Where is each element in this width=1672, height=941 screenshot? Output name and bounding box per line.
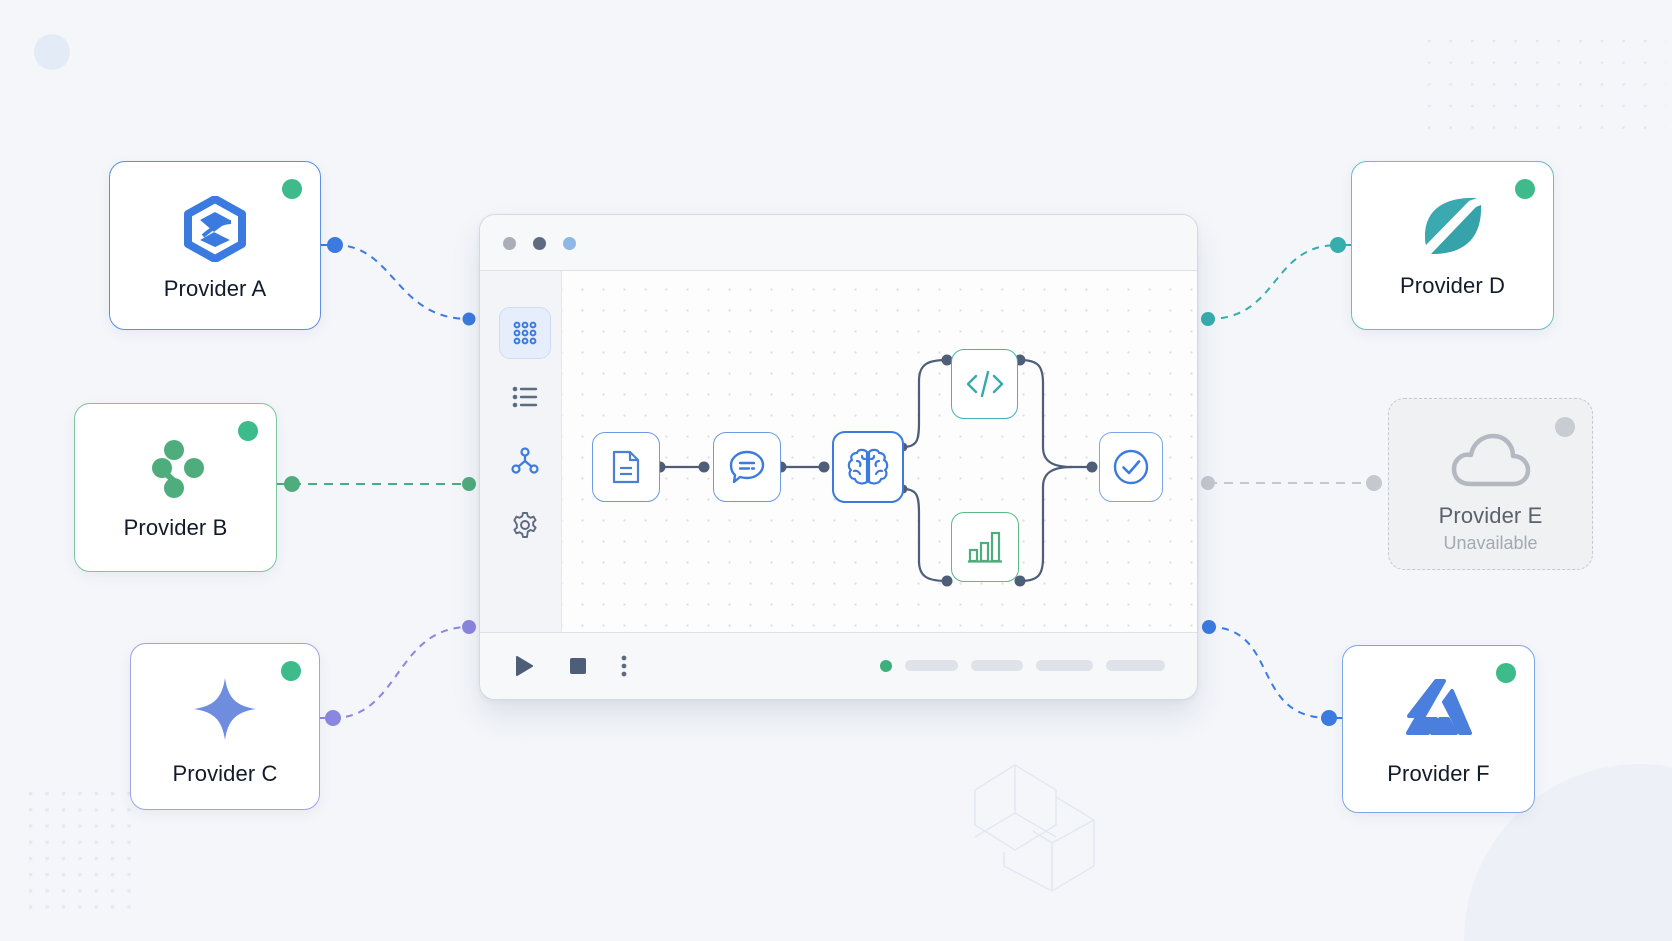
document-icon [612,450,640,484]
status-online-dot [282,179,302,199]
connector-provider-b [277,476,476,492]
status-online-dot [1496,663,1516,683]
status-online-dot [281,661,301,681]
progress-pill [1106,660,1165,671]
check-circle-icon [1113,449,1149,485]
window-control-close[interactable] [503,237,516,250]
workflow-node-output[interactable] [1099,432,1163,502]
progress-pill [905,660,958,671]
workflow-node-input[interactable] [592,432,660,502]
gear-icon [513,512,537,538]
sparkle-star-icon [194,678,256,740]
window-control-maximize[interactable] [563,237,576,250]
connector-provider-f [1202,620,1342,726]
triangle-a-icon [1405,679,1472,735]
workflow-app-window [479,214,1198,700]
workflow-node-code[interactable] [951,349,1018,419]
provider-name: Provider C [172,761,278,786]
molecule-dots-icon [151,440,204,498]
workflow-node-model[interactable] [832,431,904,503]
provider-name: Provider D [1400,273,1505,298]
provider-name: Provider F [1387,761,1490,786]
sidebar-item-settings[interactable] [499,499,551,551]
list-icon [512,386,538,408]
workflow-nodes-icon [511,447,539,474]
connector-provider-a [321,237,476,326]
workflow-node-analytics[interactable] [951,512,1019,582]
sidebar-item-list[interactable] [499,371,551,423]
status-online-dot [1515,179,1535,199]
workflow-node-prompt[interactable] [713,432,781,502]
play-button[interactable] [510,652,538,680]
grid-icon [513,321,537,345]
provider-name: Provider A [163,276,267,301]
bar-chart-icon [968,531,1002,563]
code-icon [966,370,1003,398]
dot-grid-bottom-left [27,790,143,912]
status-offline-dot [1555,417,1575,437]
provider-card-e[interactable]: Provider E Unavailable [1388,398,1593,570]
provider-card-c[interactable]: Provider C [130,643,320,810]
sidebar-item-grid[interactable] [499,307,551,359]
stop-button[interactable] [564,652,592,680]
provider-status-text: Unavailable [1443,533,1538,553]
window-footer [480,632,1197,699]
workflow-edges [654,354,1098,587]
leaf-icon [1424,197,1481,254]
window-titlebar [480,215,1197,271]
workflow-canvas[interactable] [562,271,1197,635]
provider-card-b[interactable]: Provider B [74,403,277,572]
decorative-large-circle [1464,764,1672,941]
brain-icon [847,448,889,485]
provider-card-f[interactable]: Provider F [1342,645,1535,813]
hexagon-cube-icon [184,196,246,262]
provider-name: Provider E [1438,503,1543,528]
decorative-circle [34,34,70,70]
sidebar-item-workflow[interactable] [499,435,551,487]
sidebar [480,271,562,635]
provider-card-d[interactable]: Provider D [1351,161,1554,330]
connector-provider-c [320,620,476,726]
provider-card-a[interactable]: Provider A [109,161,321,330]
cubes-decoration [974,764,1095,892]
more-vertical-icon [621,655,627,677]
progress-pill [1036,660,1093,671]
dot-grid-top-right [1426,38,1666,146]
play-icon [516,656,533,676]
progress-pill [971,660,1023,671]
stop-icon [570,658,586,674]
more-options-button[interactable] [614,651,634,681]
connector-provider-d [1201,237,1351,326]
provider-name: Provider B [123,515,228,540]
status-running-dot [880,660,892,672]
window-control-minimize[interactable] [533,237,546,250]
cloud-icon [1451,433,1530,487]
chat-bubble-icon [729,450,765,484]
connector-provider-e [1201,475,1382,491]
status-online-dot [238,421,258,441]
